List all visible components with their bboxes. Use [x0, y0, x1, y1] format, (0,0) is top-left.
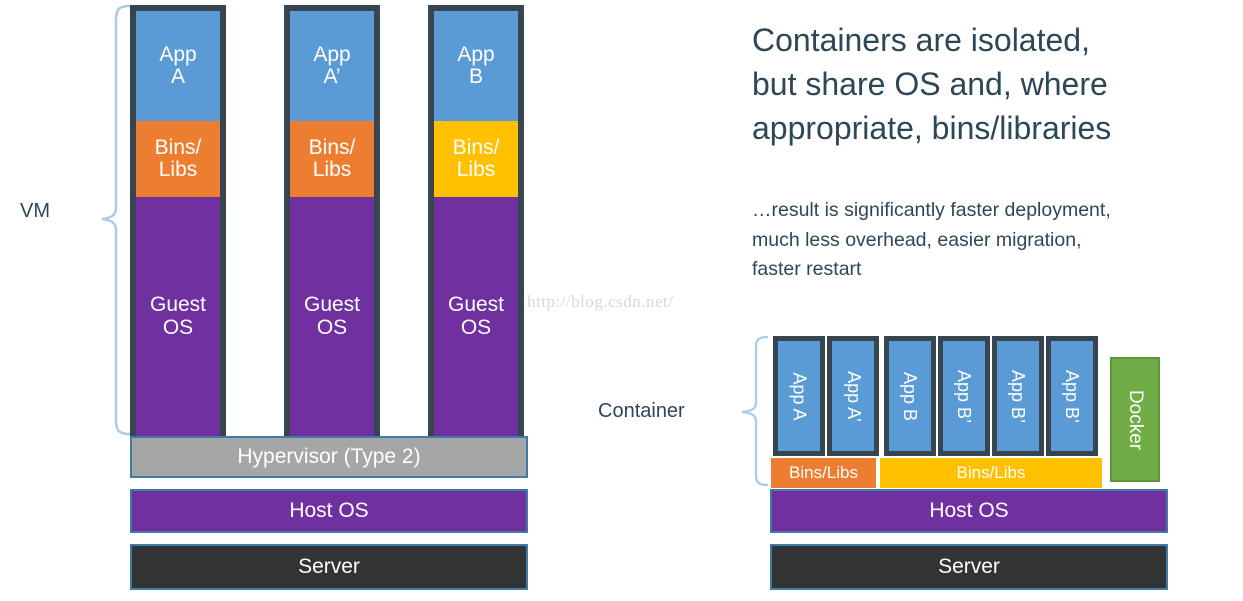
- vm-app-block: App B: [434, 11, 518, 121]
- subheadline-text: …result is significantly faster deployme…: [752, 199, 1111, 281]
- vm-column-1: App A Bins/ Libs Guest OS: [130, 5, 226, 442]
- headline-text: Containers are isolated, but share OS an…: [752, 22, 1112, 147]
- container-hostos-bar: Host OS: [770, 489, 1168, 533]
- vm-column-2: App A’ Bins/ Libs Guest OS: [284, 5, 380, 442]
- container-app-label: App B: [900, 371, 921, 421]
- vm-hypervisor-bar: Hypervisor (Type 2): [130, 436, 528, 478]
- container-bins-orange: Bins/Libs: [771, 458, 876, 488]
- container-app-3: App B: [884, 336, 936, 456]
- container-app-6: App B’: [1046, 336, 1098, 456]
- vm-bins-block: Bins/ Libs: [136, 121, 220, 197]
- vm-bins-block: Bins/ Libs: [290, 121, 374, 197]
- container-bins-label: Bins/Libs: [789, 463, 858, 482]
- container-server-bar: Server: [770, 544, 1168, 590]
- vm-guestos-block: Guest OS: [434, 197, 518, 436]
- container-bins-gold: Bins/Libs: [880, 458, 1102, 488]
- vm-app-block: App A’: [290, 11, 374, 121]
- container-app-label: App B’: [1062, 369, 1083, 423]
- container-app-5: App B’: [992, 336, 1044, 456]
- vm-label: VM: [20, 200, 50, 222]
- container-hostos-label: Host OS: [929, 499, 1009, 522]
- vm-guestos-block: Guest OS: [290, 197, 374, 436]
- watermark-text: http://blog.csdn.net/: [527, 292, 674, 311]
- container-bins-label: Bins/Libs: [956, 463, 1026, 482]
- vm-bins-block: Bins/ Libs: [434, 121, 518, 197]
- container-app-2: App A’: [827, 336, 879, 456]
- vm-hostos-bar: Host OS: [130, 489, 528, 533]
- container-bracket-icon: [741, 335, 769, 487]
- container-app-label: App A’: [843, 370, 864, 422]
- vm-app-block: App A: [136, 11, 220, 121]
- container-server-label: Server: [938, 555, 1000, 578]
- vm-bracket-icon: [101, 4, 131, 436]
- container-app-label: App B’: [1008, 369, 1029, 423]
- docker-box: Docker: [1110, 357, 1160, 482]
- container-app-1: App A: [773, 336, 825, 456]
- vm-guestos-block: Guest OS: [136, 197, 220, 436]
- vm-column-3: App B Bins/ Libs Guest OS: [428, 5, 524, 442]
- container-label: Container: [598, 400, 685, 422]
- container-app-label: App B’: [954, 369, 975, 423]
- container-app-4: App B’: [938, 336, 990, 456]
- container-app-label: App A: [789, 371, 810, 421]
- docker-label: Docker: [1125, 389, 1146, 450]
- vm-server-bar: Server: [130, 544, 528, 590]
